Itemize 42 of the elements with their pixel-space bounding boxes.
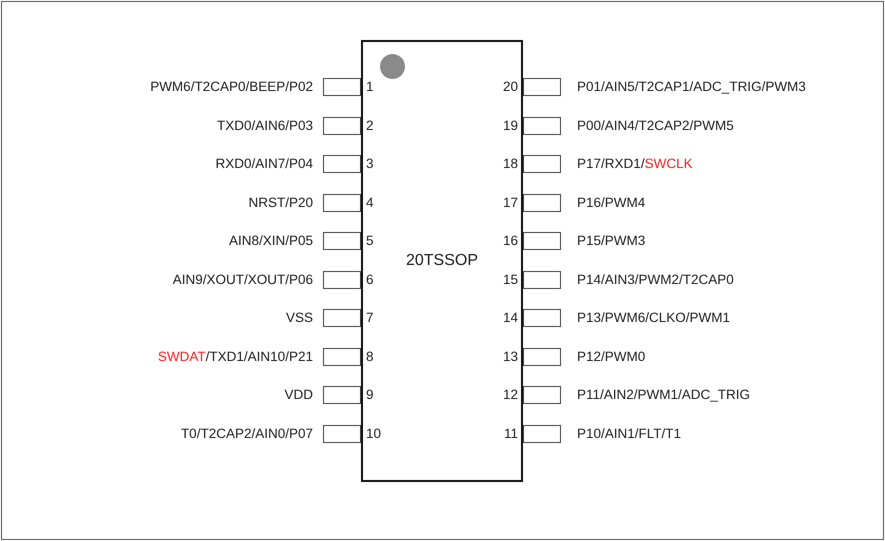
pin-number: 15 xyxy=(502,270,518,289)
pin-name: P01/AIN5/T2CAP1/ADC_TRIG/PWM3 xyxy=(577,78,806,96)
pin-number: 3 xyxy=(366,155,374,174)
pin-name: VDD xyxy=(284,386,313,404)
pin-number: 18 xyxy=(502,155,518,174)
pin-number: 6 xyxy=(366,270,374,289)
pin-number: 9 xyxy=(366,386,374,404)
pin-name: P10/AIN1/FLT/T1 xyxy=(577,424,682,443)
pin-number: 5 xyxy=(366,232,374,250)
pin-number: 11 xyxy=(504,424,518,443)
pin-number: 8 xyxy=(366,348,374,366)
pin-number: 13 xyxy=(502,348,518,366)
pin-name: PWM6/T2CAP0/BEEP/P02 xyxy=(150,78,313,96)
pin-name: P14/AIN3/PWM2/T2CAP0 xyxy=(577,270,734,289)
pin-name: RXD0/AIN7/P04 xyxy=(215,155,313,174)
pin-number: 2 xyxy=(366,116,374,135)
pin-name: NRST/P20 xyxy=(248,194,313,212)
pin-number: 20 xyxy=(502,78,518,96)
pin-number: 7 xyxy=(366,309,374,328)
pin-name: P15/PWM3 xyxy=(577,232,646,250)
pin-name: AIN8/XIN/P05 xyxy=(228,232,313,250)
pin-name: TXD0/AIN6/P03 xyxy=(216,116,313,135)
pin-name: P00/AIN4/T2CAP2/PWM5 xyxy=(577,116,734,135)
pin-number: 19 xyxy=(502,116,518,135)
chip-package xyxy=(361,40,523,482)
pin-number: 16 xyxy=(502,232,518,250)
package-label: 20TSSOP xyxy=(406,252,478,270)
pin-number: 10 xyxy=(366,424,382,443)
pin-name: P11/AIN2/PWM1/ADC_TRIG xyxy=(577,386,750,404)
pin-number: 12 xyxy=(502,386,518,404)
pin-name: VSS xyxy=(286,309,313,328)
pin-name: SWDAT/TXD1/AIN10/P21 xyxy=(158,348,313,366)
pin-name: P17/RXD1/SWCLK xyxy=(577,155,693,174)
pin-number: 4 xyxy=(366,194,374,212)
pin-name: T0/T2CAP2/AIN0/P07 xyxy=(180,424,313,443)
pin-number: 17 xyxy=(502,194,518,212)
pin-number: 1 xyxy=(366,78,374,96)
pin-name: P13/PWM6/CLKO/PWM1 xyxy=(577,309,730,328)
pin-number: 14 xyxy=(502,309,518,328)
pin-name: P16/PWM4 xyxy=(577,194,646,212)
pin-name: P12/PWM0 xyxy=(577,348,646,366)
pin-name: AIN9/XOUT/XOUT/P06 xyxy=(172,270,313,289)
